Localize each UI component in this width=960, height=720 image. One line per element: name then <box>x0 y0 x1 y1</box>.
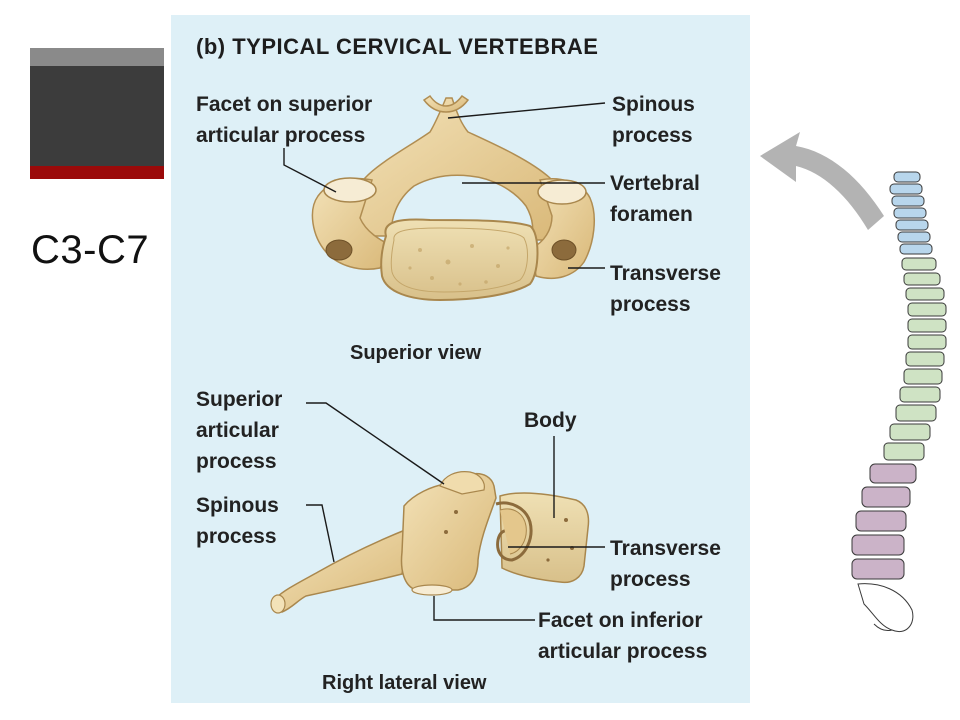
label-transverse-process-superior: Transverse process <box>610 262 721 316</box>
lateral-view-leaders <box>306 402 605 621</box>
label-spinous-process-lateral: Spinous process <box>196 494 279 548</box>
slide-label: C3-C7 <box>31 228 150 272</box>
label-facet-superior-articular: Facet on superior articular process <box>196 93 373 147</box>
superior-view-leaders <box>283 102 606 269</box>
pointer-arrow-icon <box>760 132 884 230</box>
label-vertebral-foramen: Vertebral foramen <box>610 172 700 226</box>
label-transverse-process-lateral: Transverse process <box>610 537 721 591</box>
label-facet-inferior-articular: Facet on inferior articular process <box>538 609 708 663</box>
label-body: Body <box>524 409 577 432</box>
figure-title: (b) TYPICAL CERVICAL VERTEBRAE <box>196 34 599 59</box>
label-superior-articular-process: Superior articular process <box>196 388 283 473</box>
lateral-view-vertebra <box>270 471 590 614</box>
spinal-column-icon <box>851 171 947 632</box>
caption-superior-view: Superior view <box>350 342 482 364</box>
caption-right-lateral-view: Right lateral view <box>322 672 487 694</box>
deco-gray-bar <box>30 48 164 66</box>
deco-dark-block <box>30 66 164 166</box>
deco-red-bar <box>30 166 164 179</box>
superior-view-vertebra <box>311 94 595 302</box>
label-spinous-process-superior: Spinous process <box>612 93 695 147</box>
